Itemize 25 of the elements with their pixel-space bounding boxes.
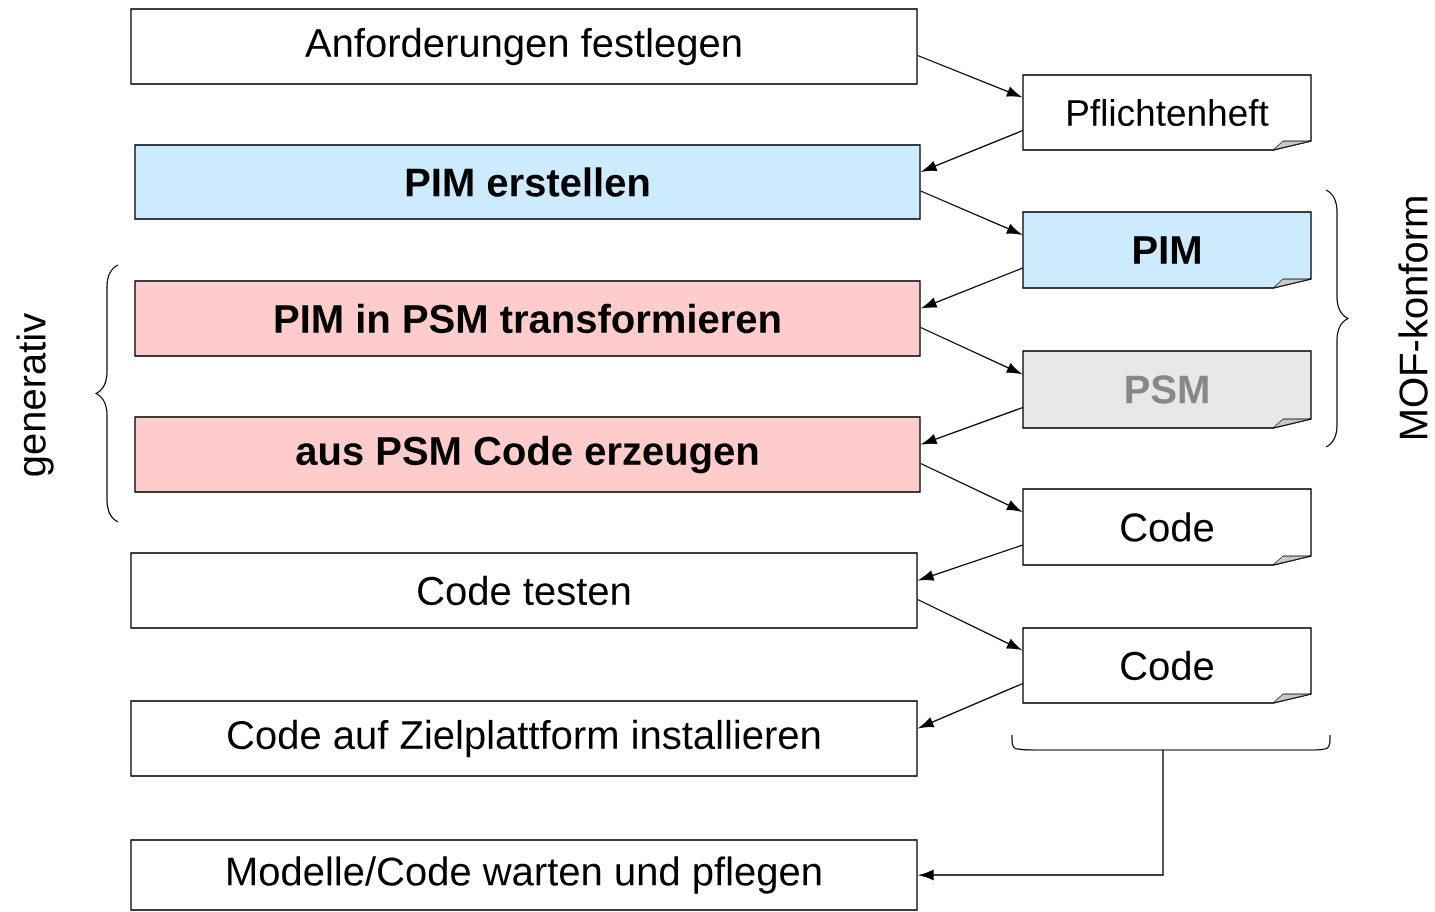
arrow	[919, 544, 1024, 581]
arrow	[922, 406, 1024, 445]
side-label: MOF-konform	[1398, 197, 1428, 439]
arrow	[922, 267, 1024, 309]
process-box: PIM in PSM transformieren	[134, 280, 921, 357]
process-box: Code testen	[130, 552, 918, 629]
arrow	[920, 326, 1021, 374]
arrow	[922, 129, 1024, 172]
arrow	[919, 749, 1164, 881]
arrow	[920, 190, 1021, 235]
arrow	[919, 682, 1024, 728]
process-box: Anforderungen festlegen	[130, 8, 918, 85]
process-box: aus PSM Code erzeugen	[134, 416, 921, 493]
process-box: PIM erstellen	[134, 144, 921, 220]
arrow	[917, 54, 1021, 98]
document-box: PIM	[1022, 211, 1312, 289]
document-box: Pflichtenheft	[1022, 74, 1312, 151]
arrow	[917, 598, 1021, 650]
side-label: generativ	[16, 312, 54, 476]
process-box: Code auf Zielplattform installieren	[130, 700, 918, 777]
process-box: Modelle/Code warten und pflegen	[130, 839, 918, 911]
document-box: PSM	[1022, 350, 1312, 429]
document-box: Code	[1022, 488, 1312, 566]
arrow	[920, 462, 1021, 512]
document-box: Code	[1022, 627, 1312, 704]
